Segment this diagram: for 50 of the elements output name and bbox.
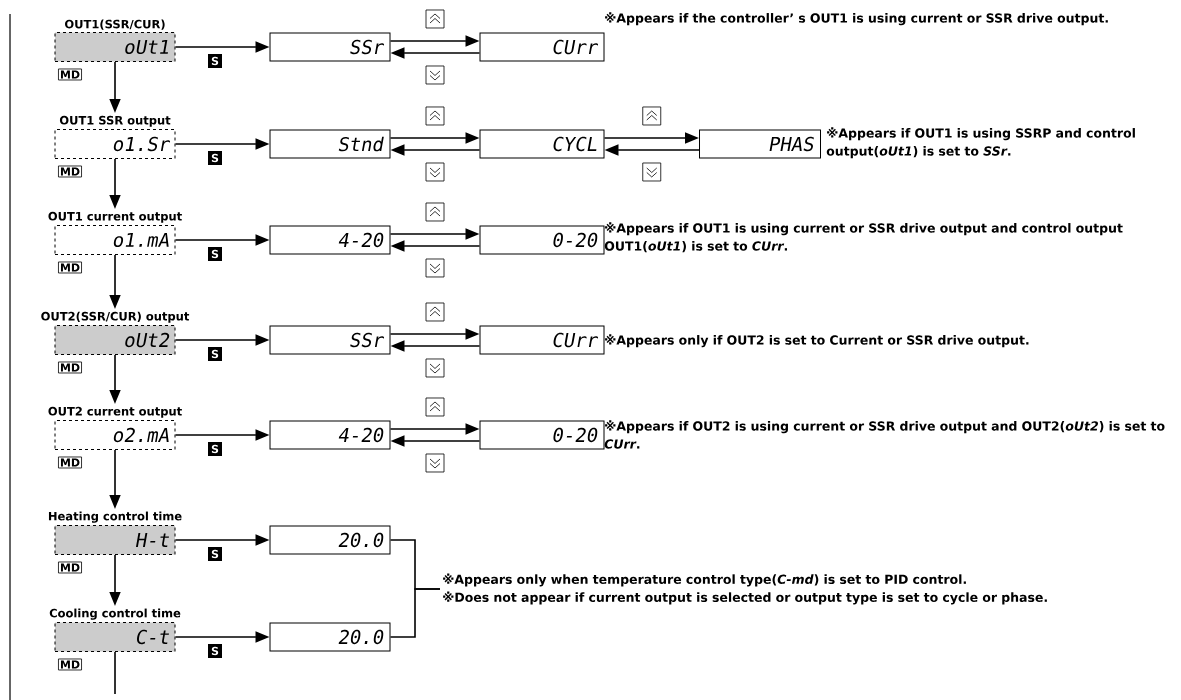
value-display: 0-20 — [479, 225, 605, 255]
parameter-heading: Heating control time — [48, 511, 182, 523]
parameter-heading: Cooling control time — [49, 608, 181, 620]
parameter-box: o2.mA — [54, 420, 176, 450]
value-display: Stnd — [269, 129, 391, 159]
s-key-badge: S — [208, 54, 222, 68]
connector-line — [114, 651, 116, 695]
note-text: ※Appears if OUT1 is using SSRP and control output(oUt1) is set to SSr. — [826, 127, 1135, 159]
note-text: ※Does not appear if current output is selected or output type is set to cycle or phase. — [443, 591, 1047, 605]
note-text: ※Appears if OUT1 is using current or SSR drive output and control output OUT1(oUt1) is set to CUrr. — [604, 222, 1123, 253]
note-text: ※Appears only if OUT2 is set to Current or SSR drive output. — [605, 334, 1029, 348]
parameter-box: oUt1 — [54, 31, 176, 62]
md-key-badge: MD — [58, 561, 82, 574]
value-display: CUrr — [479, 325, 605, 355]
parameter-heading: OUT2(SSR/CUR) output — [41, 311, 190, 323]
value-display: SSr — [269, 325, 391, 355]
md-key-badge: MD — [58, 361, 82, 374]
md-key-badge: MD — [58, 165, 82, 178]
value-display: 20.0 — [269, 525, 391, 555]
parameter-heading: OUT1 SSR output — [59, 115, 171, 127]
parameter-box: C-t — [54, 622, 176, 652]
value-display: CUrr — [479, 32, 605, 62]
note-text: ※Appears if the controller’ s OUT1 is using current or SSR drive output. — [605, 12, 1108, 26]
value-display: 20.0 — [269, 622, 391, 652]
parameter-box: oUt2 — [54, 325, 176, 355]
value-display: CYCL — [479, 129, 605, 159]
s-key-badge: S — [208, 151, 222, 165]
bracket-line — [389, 588, 441, 638]
parameter-box: H-t — [54, 525, 176, 555]
value-display: SSr — [269, 32, 391, 62]
md-key-badge: MD — [58, 261, 82, 274]
s-key-badge: S — [208, 247, 222, 261]
md-key-badge: MD — [58, 456, 82, 469]
parameter-box: o1.mA — [54, 225, 176, 255]
value-display: 4-20 — [269, 420, 391, 450]
parameter-heading: OUT2 current output — [48, 406, 182, 418]
s-key-badge: S — [208, 442, 222, 456]
s-key-badge: S — [208, 347, 222, 361]
parameter-heading: OUT1(SSR/CUR) — [65, 19, 165, 30]
parameter-box: o1.Sr — [54, 129, 176, 159]
s-key-badge: S — [208, 644, 222, 658]
note-text: ※Appears only when temperature control type(C-md) is set to PID control. — [443, 573, 966, 587]
parameter-heading: OUT1 current output — [48, 211, 182, 223]
md-key-badge: MD — [58, 658, 82, 671]
s-key-badge: S — [208, 547, 222, 561]
md-key-badge: MD — [58, 68, 82, 81]
value-display: PHAS — [699, 129, 821, 159]
note-text: ※Appears if OUT2 is using current or SSR drive output and OUT2(oUt2) is set to CUrr. — [604, 420, 1165, 449]
value-display: 0-20 — [479, 420, 605, 450]
value-display: 4-20 — [269, 225, 391, 255]
